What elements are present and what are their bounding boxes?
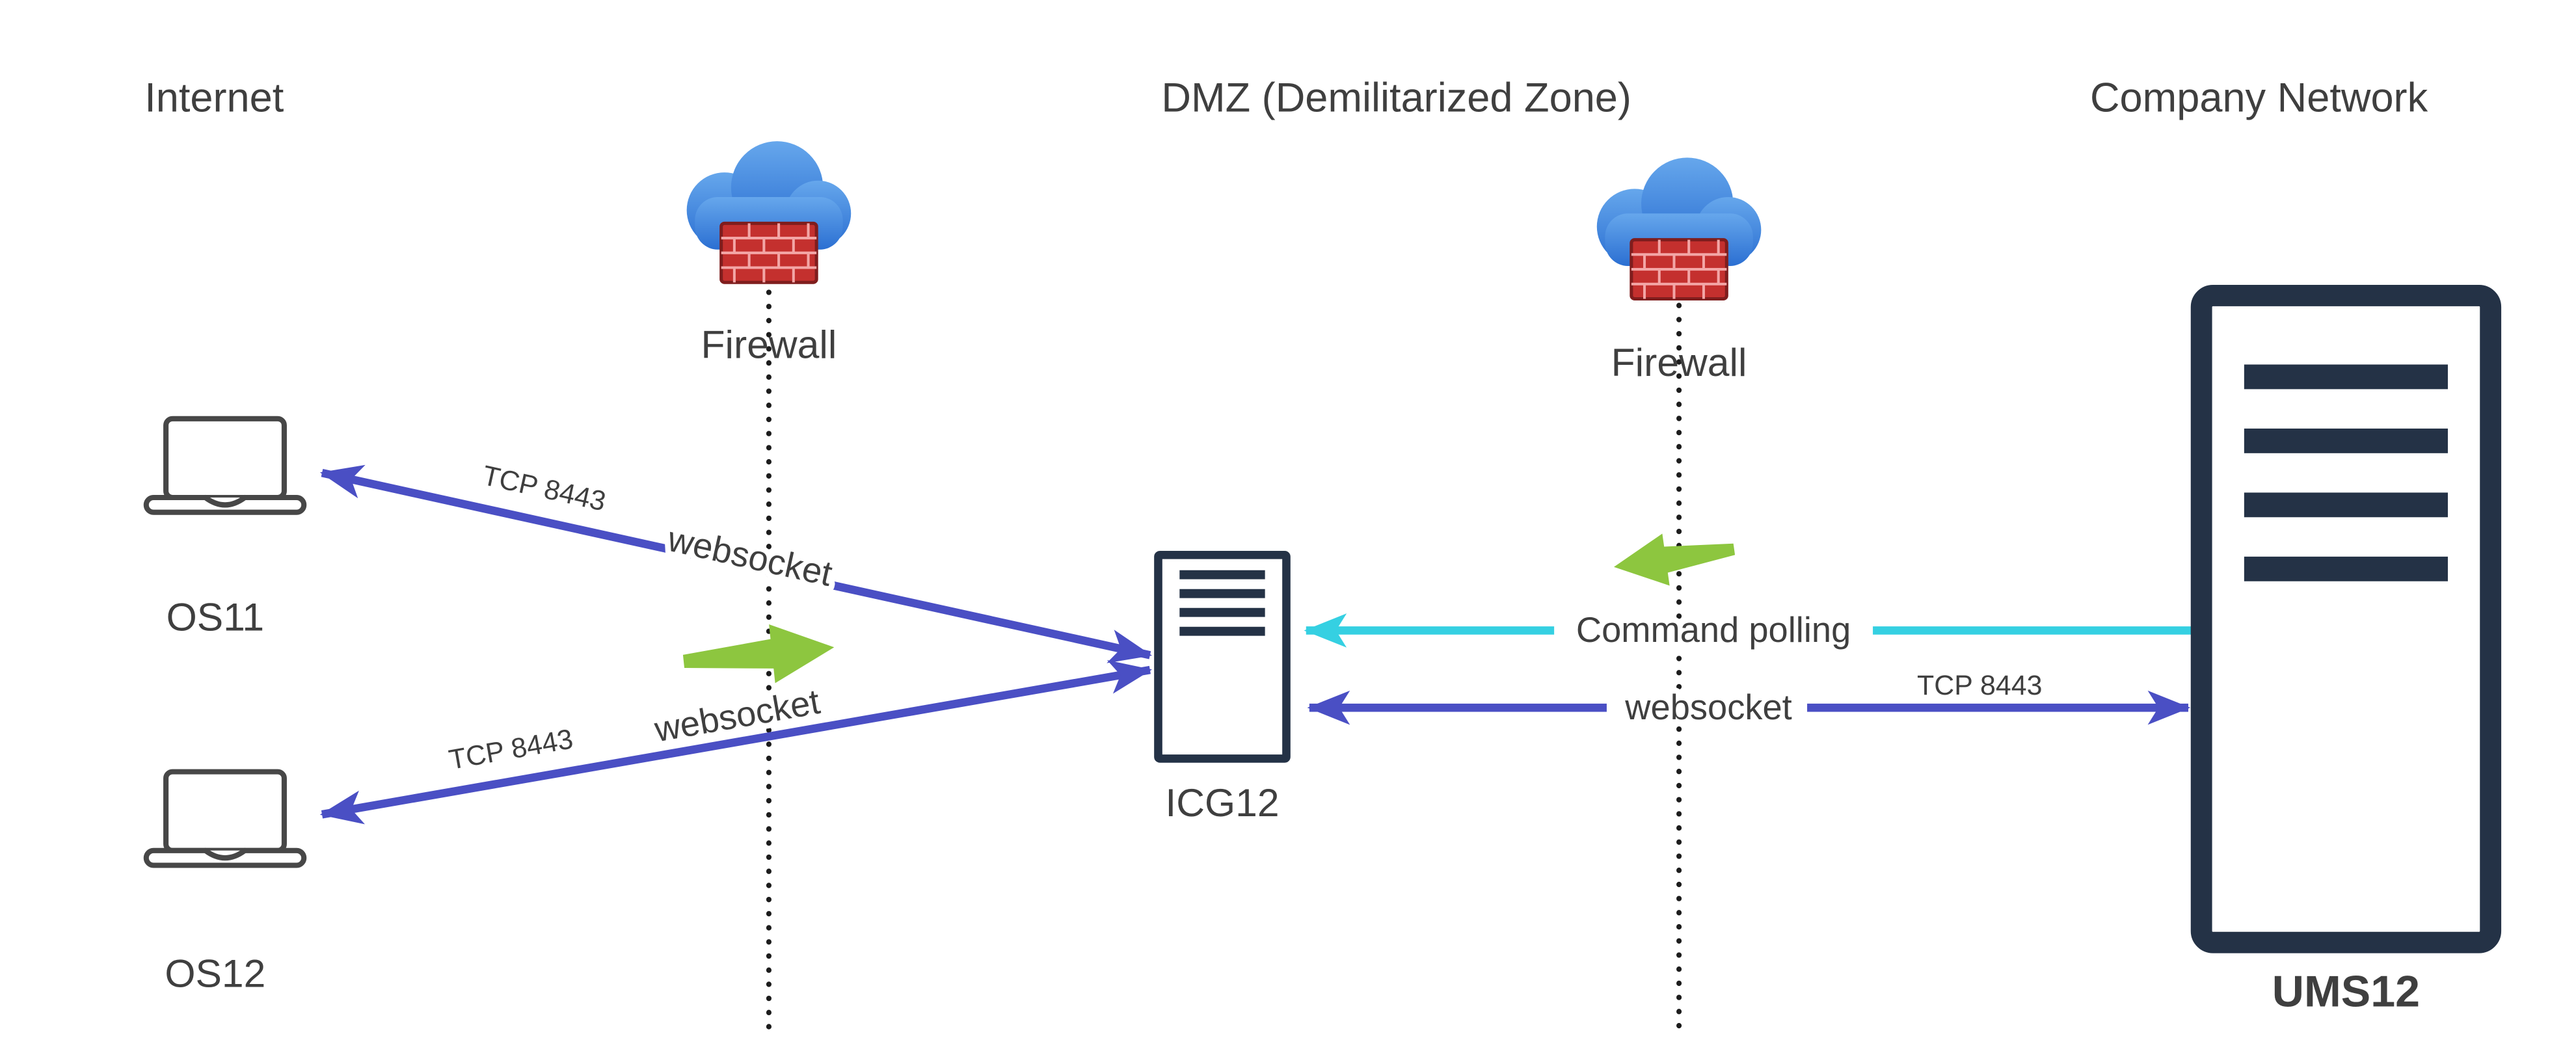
icg12-label: ICG12 [1165,780,1279,825]
ums12-server-slot [2244,364,2449,390]
ums12-server-body [2190,285,2502,953]
edge-label-ums-tcp: TCP 8443 [1917,670,2042,701]
laptop-os11-icon [146,419,304,512]
direction-arrow-right-icon [682,624,835,684]
ums12-power-button [2193,829,2208,857]
direction-arrow-left-icon [1613,533,1736,586]
firewall1-label: Firewall [701,322,837,366]
zone-label-company-network: Company Network [2090,75,2428,121]
edge-label-os11-websocket: websocket [664,519,836,594]
firewall1-icon [687,141,852,282]
ums12-server-slot [2244,428,2449,453]
ums12-label: UMS12 [2272,967,2420,1017]
ums12-server-slot [2244,556,2449,581]
zone-label-dmz: DMZ (Demilitarized Zone) [1161,75,1631,121]
firewall2-label: Firewall [1611,340,1747,384]
ums12-server-slot [2244,492,2449,518]
icg12-server-body [1154,551,1291,763]
edge-label-command-polling: Command polling [1576,610,1851,650]
zone-label-internet: Internet [144,75,284,121]
os12-label: OS12 [165,951,265,995]
os11-label: OS11 [167,594,264,639]
laptop-os12-icon [146,772,304,866]
firewall2-icon [1597,157,1762,299]
edge-os11-websocket [319,464,1153,663]
edge-os12-websocket [319,659,1153,825]
icg12-server-slots [1179,570,1265,636]
edge-label-ums-websocket: websocket [1624,687,1791,727]
edge-label-os12-tcp: TCP 8443 [447,723,576,776]
ums12-server-icon [2190,285,2502,953]
icg12-server-icon [1154,551,1291,763]
